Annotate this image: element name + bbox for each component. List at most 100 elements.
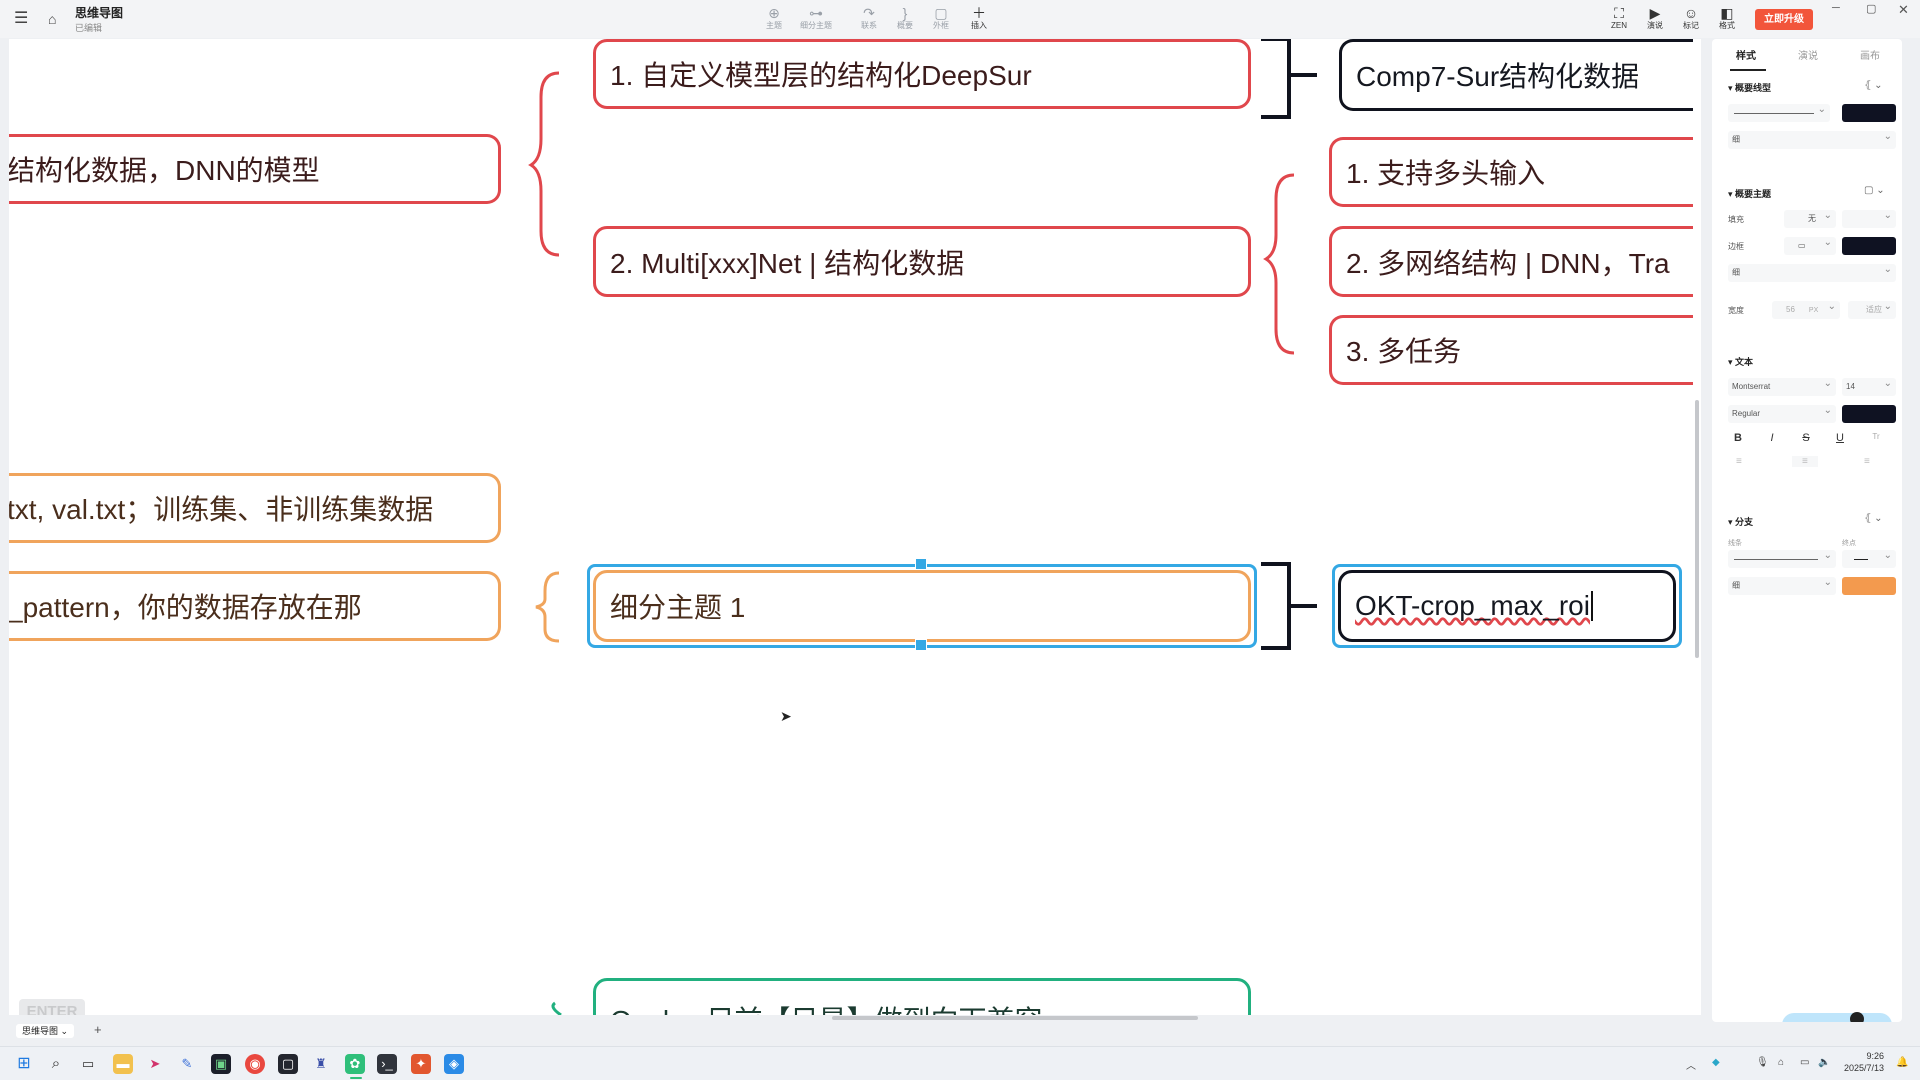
xmind-icon[interactable]: ✦ [411, 1054, 431, 1074]
minimize-icon[interactable]: ─ [1832, 2, 1840, 14]
bracket-dark-lower [1261, 562, 1317, 650]
strikethrough-button[interactable]: S [1802, 432, 1810, 444]
mouse-cursor-icon: ➤ [780, 708, 792, 724]
topic-node[interactable]: 3. 多任务 [1329, 315, 1693, 385]
topic-tool-button[interactable]: ⊕ 主题 [757, 5, 791, 31]
align-center-icon[interactable]: ≡ [1792, 456, 1818, 467]
windows-start-icon[interactable]: ⊞ [17, 1055, 31, 1072]
resize-handle-top[interactable] [915, 558, 927, 570]
topic-node[interactable]: _pattern，你的数据存放在那 [9, 571, 501, 641]
selected-subtopic-node[interactable]: 细分主题 1 [593, 570, 1251, 642]
branch-end-select[interactable] [1842, 547, 1896, 568]
display-icon[interactable]: ▭ [1800, 1057, 1810, 1068]
tab-present[interactable]: 演说 [1798, 51, 1818, 62]
summary-line-color-swatch[interactable] [1842, 104, 1896, 122]
line-shape-icon[interactable]: ⦃ ⌄ [1864, 80, 1883, 91]
present-button[interactable]: ▶ 演说 [1638, 5, 1672, 31]
font-family-select[interactable]: Montserrat [1728, 375, 1836, 396]
app-blue-icon[interactable]: ◈ [444, 1054, 464, 1074]
section-summary-line[interactable]: ▾ 概要线型 [1728, 83, 1772, 93]
underline-button[interactable]: U [1836, 432, 1844, 444]
home-icon[interactable]: ⌂ [48, 11, 57, 27]
branch-shape-icon[interactable]: ⦃ ⌄ [1864, 513, 1883, 524]
app-pen-icon[interactable]: ✎ [181, 1056, 193, 1071]
menu-icon[interactable]: ☰ [14, 10, 29, 27]
bold-button[interactable]: B [1734, 432, 1742, 444]
align-right-icon[interactable]: ≡ [1864, 456, 1870, 467]
close-icon[interactable]: ✕ [1898, 2, 1909, 17]
topic-node[interactable]: 1. 支持多头输入 [1329, 137, 1693, 207]
mindmap-canvas[interactable]: 结构化数据，DNN的模型 1. 自定义模型层的结构化DeepSur Comp7-… [9, 39, 1701, 1015]
key-hint-badge: ENTER [19, 999, 85, 1015]
app-terminal-icon[interactable]: ▢ [278, 1054, 298, 1074]
maximize-icon[interactable]: ▢ [1866, 3, 1877, 15]
format-panel-icon: ◧ [1720, 5, 1734, 21]
cmd-icon[interactable]: ›_ [377, 1054, 397, 1074]
tab-canvas[interactable]: 画布 [1860, 51, 1880, 62]
zen-button[interactable]: ⛶ ZEN [1602, 5, 1636, 31]
fill-color-swatch[interactable] [1842, 207, 1896, 228]
boundary-tool-button[interactable]: ▢ 外框 [924, 5, 958, 31]
taskbar-clock[interactable]: 9:26 2025/7/13 [1843, 1051, 1884, 1073]
border-shape-select[interactable]: ▭ [1784, 234, 1836, 255]
app-figure-icon[interactable]: ♜ [315, 1056, 327, 1071]
document-title[interactable]: 思维导图 [75, 6, 124, 20]
topic-shape-icon[interactable]: ▢ ⌄ [1864, 185, 1885, 196]
text-color-swatch[interactable] [1842, 405, 1896, 423]
network-icon[interactable]: ⌂ [1778, 1057, 1785, 1068]
relation-tool-button[interactable]: ↷ 联系 [852, 5, 886, 31]
font-size-select[interactable]: 14 [1842, 375, 1896, 396]
align-left-icon[interactable]: ≡ [1736, 456, 1742, 467]
tray-overflow-icon[interactable]: ︿ [1686, 1061, 1696, 1072]
text-case-button[interactable]: Tr [1872, 432, 1880, 441]
resize-handle-bottom[interactable] [915, 639, 927, 651]
microphone-icon[interactable]: 🎙 [1756, 1057, 1769, 1068]
horizontal-scrollbar[interactable] [832, 1016, 1198, 1020]
sheet-tab[interactable]: 思维导图 ⌄ [16, 1024, 75, 1038]
section-summary-topic[interactable]: ▾ 概要主题 [1728, 189, 1772, 199]
topic-node[interactable]: 2. Multi[xxx]Net | 结构化数据 [593, 226, 1251, 297]
notification-icon[interactable]: 🔔 [1896, 1057, 1909, 1068]
border-width-select[interactable]: 细 [1728, 261, 1896, 282]
app-arrow-icon[interactable]: ➤ [149, 1056, 161, 1071]
subtopic-tool-button[interactable]: ⊶ 细分主题 [800, 5, 832, 30]
format-panel-button[interactable]: ◧ 格式 [1710, 5, 1744, 31]
volume-icon[interactable]: 🔈 [1818, 1057, 1831, 1068]
summary-node-editing[interactable]: OKT-crop_max_roi [1338, 570, 1676, 642]
node-text-editing[interactable]: OKT-crop_max_roi [1355, 590, 1590, 621]
summary-node[interactable]: Comp7-Sur结构化数据 [1339, 39, 1693, 111]
topic-node[interactable]: 结构化数据，DNN的模型 [9, 134, 501, 204]
tray-app-icon[interactable]: ◆ [1712, 1057, 1720, 1068]
border-color-swatch[interactable] [1842, 237, 1896, 255]
section-branch[interactable]: ▾ 分支 [1728, 517, 1754, 527]
line-width-select[interactable]: 细 [1728, 128, 1896, 149]
vertical-scrollbar[interactable] [1695, 400, 1699, 658]
pycharm-icon[interactable]: ▣ [211, 1054, 231, 1074]
branch-line-select[interactable] [1728, 547, 1836, 568]
line-style-select[interactable] [1728, 101, 1830, 122]
mark-button[interactable]: ☺ 标记 [1674, 5, 1708, 31]
upgrade-button[interactable]: 立即升级 [1755, 9, 1813, 30]
topic-node[interactable]: txt, val.txt；训练集、非训练集数据 [9, 473, 501, 543]
search-icon[interactable]: ⌕ [51, 1055, 61, 1072]
font-weight-select[interactable]: Regular [1728, 402, 1836, 423]
topic-node[interactable]: 1. 自定义模型层的结构化DeepSur [593, 39, 1251, 109]
topic-node[interactable]: Onekey目前【目是】做到向下兼容 [593, 978, 1251, 1015]
chrome-icon[interactable]: ◉ [245, 1054, 265, 1074]
file-explorer-icon[interactable]: ▬ [113, 1054, 133, 1074]
branch-width-select[interactable]: 细 [1728, 574, 1836, 595]
tab-style[interactable]: 样式 [1736, 51, 1756, 62]
add-sheet-icon[interactable]: + [94, 1022, 102, 1037]
branch-color-swatch[interactable] [1842, 577, 1896, 595]
topic-node[interactable]: 2. 多网络结构 | DNN，Tra [1329, 226, 1693, 297]
width-fit-button[interactable]: 适应 [1848, 298, 1896, 319]
fill-select[interactable]: 无 [1784, 207, 1836, 228]
summary-tool-button[interactable]: } 概要 [888, 5, 922, 31]
wechat-icon[interactable]: ✿ [345, 1054, 365, 1074]
italic-button[interactable]: I [1770, 432, 1774, 444]
insert-tool-button[interactable]: ＋ 插入 [962, 5, 996, 31]
section-text[interactable]: ▾ 文本 [1728, 357, 1754, 367]
boundary-icon: ▢ [934, 5, 948, 21]
task-view-icon[interactable]: ▭ [81, 1056, 95, 1071]
